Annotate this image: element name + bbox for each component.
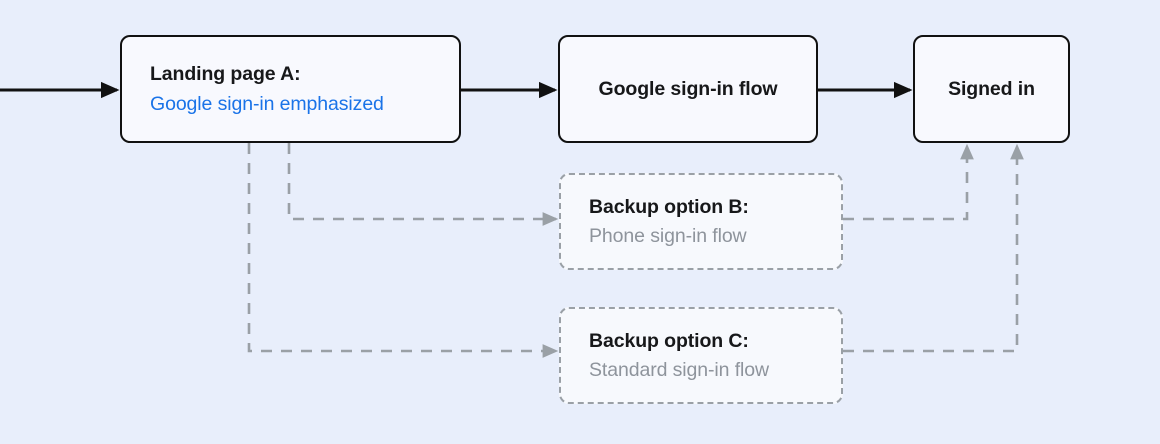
- edge-backup-b-to-signedin: [843, 143, 974, 221]
- node-landing-page-a-subtitle: Google sign-in emphasized: [150, 92, 384, 115]
- node-backup-option-b-subtitle: Phone sign-in flow: [589, 225, 747, 247]
- node-backup-option-c-title: Backup option C:: [589, 329, 749, 352]
- node-backup-option-c[interactable]: Backup option C: Standard sign-in flow: [559, 307, 843, 404]
- node-backup-option-b-title: Backup option B:: [589, 195, 749, 218]
- node-backup-option-c-subtitle: Standard sign-in flow: [589, 359, 769, 381]
- node-google-sign-in-flow-title: Google sign-in flow: [598, 77, 778, 100]
- node-landing-page-a-title: Landing page A:: [150, 63, 301, 86]
- node-google-sign-in-flow[interactable]: Google sign-in flow: [558, 35, 818, 143]
- node-signed-in[interactable]: Signed in: [913, 35, 1070, 143]
- node-landing-page-a[interactable]: Landing page A: Google sign-in emphasize…: [120, 35, 461, 143]
- edge-landing-to-backup-c: [247, 143, 559, 358]
- node-signed-in-title: Signed in: [948, 77, 1035, 100]
- edge-backup-c-to-signedin: [843, 143, 1024, 353]
- edge-landing-to-backup-b: [287, 143, 559, 226]
- node-backup-option-b[interactable]: Backup option B: Phone sign-in flow: [559, 173, 843, 270]
